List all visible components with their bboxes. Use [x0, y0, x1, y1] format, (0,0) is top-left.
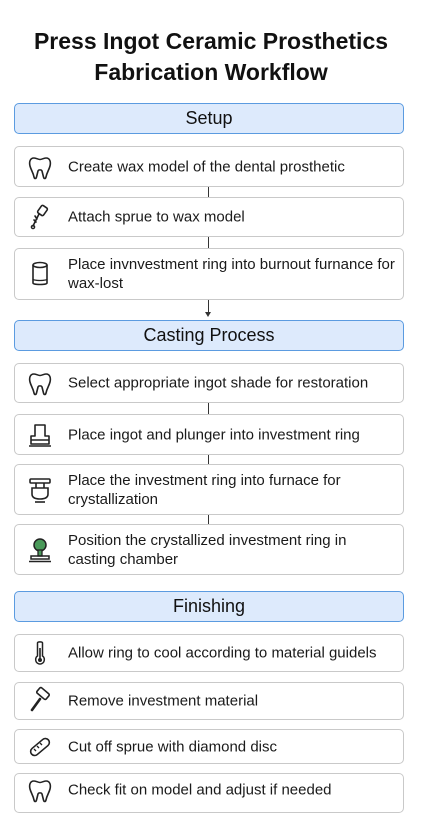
step-remove-investment: Remove investment material: [14, 682, 404, 720]
hammer-icon: [25, 686, 55, 716]
step-attach-sprue: Attach sprue to wax model: [14, 197, 404, 237]
step-position-ring-chamber: Position the crystallized investment rin…: [14, 524, 404, 575]
step-label: Attach sprue to wax model: [68, 208, 245, 226]
flow-connector: [208, 237, 209, 248]
cylinder-icon: [25, 259, 55, 289]
step-place-ring-furnace: Place the investment ring into furnace f…: [14, 464, 404, 515]
diamond-disc-icon: [25, 732, 55, 762]
tooth-icon: [25, 775, 55, 805]
step-check-fit: Check fit on model and adjust if needed: [14, 773, 404, 813]
step-select-ingot-shade: Select appropriate ingot shade for resto…: [14, 363, 404, 403]
sprue-icon: [25, 202, 55, 232]
section-header-finishing: Finishing: [14, 591, 404, 622]
furnace-icon: [25, 475, 55, 505]
flow-connector: [208, 300, 209, 312]
flow-connector: [208, 455, 209, 464]
section-header-setup: Setup: [14, 103, 404, 134]
flow-connector: [208, 515, 209, 524]
section-header-casting-process: Casting Process: [14, 320, 404, 351]
step-label: Position the crystallized investment rin…: [68, 531, 347, 568]
step-label: Place invnvestment ring into burnout fur…: [68, 256, 395, 292]
step-create-wax-model: Create wax model of the dental prostheti…: [14, 146, 404, 187]
stamp-icon: [25, 535, 55, 565]
step-label: Select appropriate ingot shade for resto…: [68, 374, 369, 392]
step-label: Check fit on model and adjust if needed: [68, 781, 332, 799]
step-label: Remove investment material: [68, 692, 259, 710]
flow-connector: [208, 403, 209, 414]
step-label: Cut off sprue with diamond disc: [68, 738, 277, 755]
flow-connector: [208, 187, 209, 197]
step-label: Place the investment ring into furnace f…: [68, 471, 341, 508]
step-label: Create wax model of the dental prostheti…: [68, 158, 345, 175]
step-place-ingot-plunger: Place ingot and plunger into investment …: [14, 414, 404, 455]
step-label: Allow ring to cool according to material…: [68, 644, 377, 662]
flow-arrowhead: [205, 312, 211, 317]
step-label: Place ingot and plunger into investment …: [68, 426, 360, 443]
crucible-icon: [25, 420, 55, 450]
page-title: Press Ingot Ceramic Prosthetics Fabricat…: [33, 28, 389, 85]
step-cut-sprue: Cut off sprue with diamond disc: [14, 729, 404, 764]
tooth-icon: [25, 368, 55, 398]
step-allow-ring-cool: Allow ring to cool according to material…: [14, 634, 404, 672]
thermometer-icon: [25, 638, 55, 668]
tooth-icon: [25, 152, 55, 182]
step-place-ring-burnout: Place invnvestment ring into burnout fur…: [14, 248, 404, 300]
